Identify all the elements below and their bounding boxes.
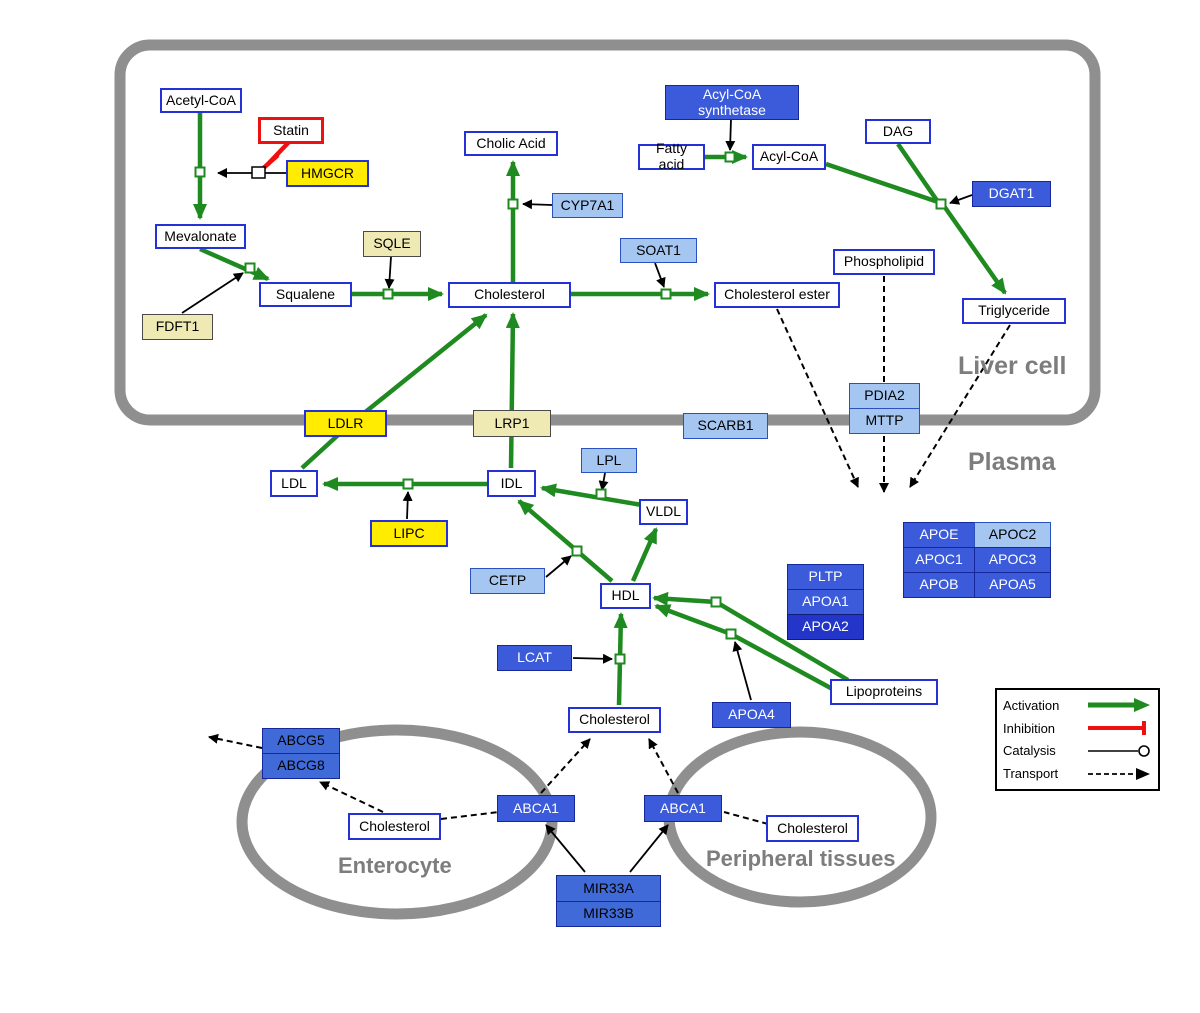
node-hmgcr[interactable]: HMGCR [286, 160, 369, 187]
catalysis-edges [181, 118, 973, 873]
node-apoc2[interactable]: APOC2 [974, 522, 1051, 548]
plasma-label: Plasma [968, 448, 1056, 476]
node-lipc[interactable]: LIPC [370, 520, 448, 547]
peripheral-tissues-label: Peripheral tissues [706, 846, 896, 871]
legend-catalysis-row: Catalysis [1003, 740, 1152, 762]
node-apoa2[interactable]: APOA2 [787, 614, 864, 640]
legend-catalysis-label: Catalysis [1003, 743, 1056, 759]
node-acyl-coa[interactable]: Acyl-CoA [752, 144, 826, 170]
catalysis-circle-icon [1088, 745, 1150, 757]
node-hdl[interactable]: HDL [600, 583, 651, 609]
legend-activation-label: Activation [1003, 697, 1060, 713]
node-apoa5[interactable]: APOA5 [974, 572, 1051, 598]
activation-arrow-icon [1088, 698, 1150, 713]
compartment-shapes [114, 39, 1101, 920]
node-acetyl-coa[interactable]: Acetyl-CoA [160, 88, 242, 113]
node-apoc3[interactable]: APOC3 [974, 547, 1051, 573]
node-phospholipid[interactable]: Phospholipid [833, 249, 935, 275]
legend-transport-label: Transport [1003, 766, 1059, 782]
liver-cell-label: Liver cell [958, 352, 1067, 380]
node-scarb1[interactable]: SCARB1 [683, 413, 768, 439]
liver-cell-membrane [114, 39, 1101, 426]
node-abcg5[interactable]: ABCG5 [262, 728, 340, 754]
node-sqle[interactable]: SQLE [363, 231, 421, 257]
node-mir33b[interactable]: MIR33B [556, 901, 661, 927]
node-apob[interactable]: APOB [903, 572, 975, 598]
node-pltp[interactable]: PLTP [787, 564, 864, 590]
node-cholesterol-ester[interactable]: Cholesterol ester [714, 282, 840, 308]
node-dag[interactable]: DAG [865, 119, 931, 144]
catalysis-junction-square [251, 166, 266, 179]
node-abcg8[interactable]: ABCG8 [262, 753, 340, 779]
legend-inhibition-label: Inhibition [1003, 720, 1056, 736]
node-mevalonate[interactable]: Mevalonate [155, 224, 246, 249]
node-idl[interactable]: IDL [487, 470, 536, 497]
enterocyte-label: Enterocyte [338, 853, 452, 878]
transport-dashed-arrow-icon [1088, 767, 1150, 780]
node-soat1[interactable]: SOAT1 [620, 238, 697, 263]
transport-edges [208, 276, 1011, 825]
node-fatty-acid[interactable]: Fatty acid [638, 140, 705, 172]
node-squalene[interactable]: Squalene [259, 282, 352, 307]
node-ldlr[interactable]: LDLR [304, 410, 387, 437]
node-lcat[interactable]: LCAT [497, 645, 572, 671]
node-apoa1[interactable]: APOA1 [787, 589, 864, 615]
node-cetp[interactable]: CETP [470, 568, 545, 594]
node-cholesterol-liver[interactable]: Cholesterol [448, 282, 571, 308]
node-cholesterol-peripheral[interactable]: Cholesterol [766, 815, 859, 842]
node-abca1-left[interactable]: ABCA1 [497, 795, 575, 822]
node-mir33a[interactable]: MIR33A [556, 875, 661, 902]
node-cholesterol-enterocyte[interactable]: Cholesterol [348, 813, 441, 840]
node-pdia2[interactable]: PDIA2 [849, 383, 920, 409]
legend-inhibition-row: Inhibition [1003, 717, 1152, 739]
node-statin[interactable]: Statin [258, 117, 324, 144]
node-vldl[interactable]: VLDL [639, 499, 688, 525]
node-cholic-acid[interactable]: Cholic Acid [464, 131, 558, 156]
node-dgat1[interactable]: DGAT1 [972, 181, 1051, 207]
node-cholesterol-plasma[interactable]: Cholesterol [568, 707, 661, 733]
legend: Activation Inhibition Catalysis Transpor… [995, 688, 1160, 791]
node-lipoproteins[interactable]: Lipoproteins [830, 679, 938, 705]
node-apoe[interactable]: APOE [903, 522, 975, 548]
node-apoa4[interactable]: APOA4 [712, 702, 791, 728]
node-mttp[interactable]: MTTP [849, 408, 920, 434]
node-apoc1[interactable]: APOC1 [903, 547, 975, 573]
node-lpl[interactable]: LPL [581, 448, 637, 473]
node-triglyceride[interactable]: Triglyceride [962, 298, 1066, 324]
inhibition-tbar-icon [1088, 721, 1146, 736]
node-acyl-coa-synthetase[interactable]: Acyl-CoA synthetase [665, 85, 799, 120]
node-lrp1[interactable]: LRP1 [473, 410, 551, 437]
node-fdft1[interactable]: FDFT1 [142, 314, 213, 340]
enterocyte-membrane [236, 724, 558, 920]
reaction-nodes [194, 151, 947, 665]
legend-activation-row: Activation [1003, 694, 1152, 716]
node-abca1-right[interactable]: ABCA1 [644, 795, 722, 822]
legend-transport-row: Transport [1003, 763, 1152, 785]
node-cyp7a1[interactable]: CYP7A1 [552, 193, 623, 218]
node-ldl[interactable]: LDL [270, 470, 318, 497]
